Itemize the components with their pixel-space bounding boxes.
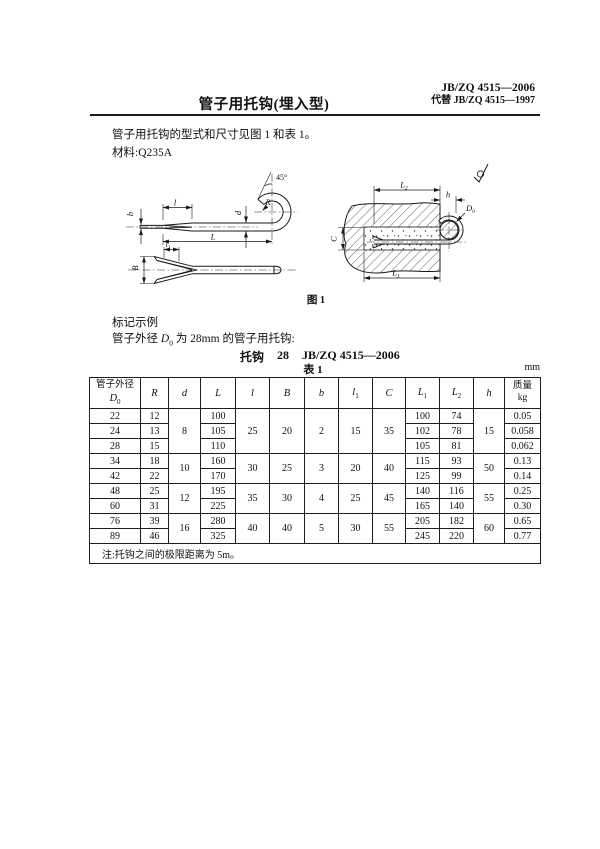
- marking-example-text: 管子外径 D0 为 28mm 的管子用托钩:: [112, 333, 295, 348]
- standard-number: JB/ZQ 4515—2006: [441, 82, 535, 94]
- dim-label-d: d: [233, 210, 243, 215]
- dim-label-B: B: [130, 265, 140, 270]
- header-R: R: [140, 377, 169, 409]
- header-l1: l1: [338, 377, 373, 409]
- material-text: 材料:Q235A: [112, 147, 173, 159]
- dim-label-45deg: 45°: [276, 173, 287, 182]
- dim-label-L1: L1: [391, 268, 400, 280]
- dim-label-h: h: [446, 190, 450, 200]
- header-B: B: [269, 377, 305, 409]
- designation-text: 托钩 28 JB/ZQ 4515—2006: [240, 348, 500, 365]
- embedded-section-view: L2 h D0 C L1: [329, 163, 489, 282]
- designation-name: 托钩: [240, 350, 265, 364]
- page-title: 管子用托钩(埋入型): [198, 97, 330, 113]
- dim-label-L: L: [210, 232, 216, 242]
- table-note: 注:托钩之间的极限距离为 5m。: [89, 543, 541, 564]
- header-C: C: [372, 377, 406, 409]
- hook-top-view: B l1: [128, 239, 298, 284]
- table-note-row: 注:托钩之间的极限距离为 5m。: [89, 543, 541, 564]
- table-unit: mm: [524, 362, 540, 373]
- header-L2: L2: [439, 377, 474, 409]
- header-L1: L1: [405, 377, 440, 409]
- header-rule: [90, 114, 540, 116]
- dim-label-R: R: [264, 197, 271, 207]
- table-caption: 表 1: [303, 364, 323, 376]
- designation-standard: JB/ZQ 4515—2006: [302, 348, 400, 362]
- header-d: d: [168, 377, 201, 409]
- standard-number-block: JB/ZQ 4515—2006 代替 JB/ZQ 4515—1997: [410, 81, 535, 108]
- header-b: b: [304, 377, 339, 409]
- header-l: l: [235, 377, 270, 409]
- surface-roughness-icon: [473, 163, 489, 183]
- dim-label-C: C: [329, 236, 339, 242]
- designation-size: 28: [277, 348, 290, 362]
- dim-label-b: b: [125, 212, 135, 216]
- header-L: L: [200, 377, 236, 409]
- dim-label-l: l: [174, 198, 177, 208]
- figure-1: 45° R l b d L: [125, 163, 489, 306]
- dim-label-D0: D0: [465, 203, 475, 215]
- superseded-standard: 代替 JB/ZQ 4515—1997: [431, 95, 535, 107]
- header-h: h: [473, 377, 505, 409]
- hook-side-view: 45° R l b d L: [125, 171, 298, 248]
- intro-text: 管子用托钩的型式和尺寸见图 1 和表 1。: [112, 129, 317, 141]
- dim-label-L2: L2: [399, 180, 408, 192]
- marking-example-heading: 标记示例: [112, 317, 158, 329]
- figure-caption: 图 1: [307, 294, 325, 306]
- dim-label-l1: l1: [165, 239, 170, 251]
